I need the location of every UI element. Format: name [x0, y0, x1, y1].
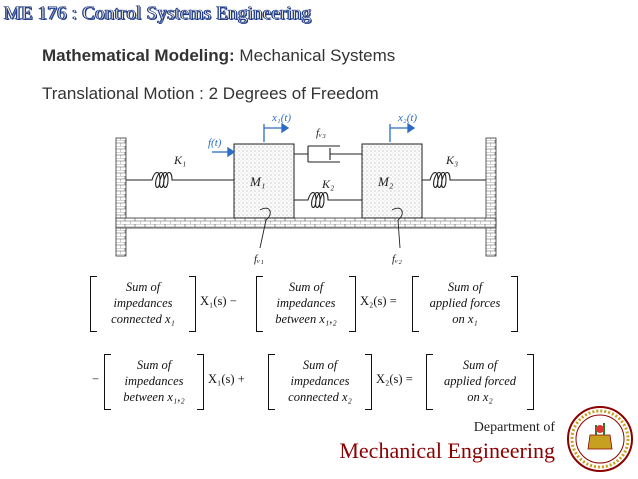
operator-1a: X₁(s) − [200, 294, 237, 308]
matrix-2c-line-3: on x₂ [467, 390, 493, 404]
matrix-2a-line-1: Sum of [136, 358, 172, 372]
force-arrow [212, 146, 236, 158]
matrix-1c: Sum of applied forces on x₁ [412, 276, 518, 332]
displacement-arrow-x2 [389, 122, 416, 142]
label-k3: K₃ [445, 153, 458, 167]
matrix-1b-line-2: impedances [276, 296, 336, 310]
label-k2: K₂ [321, 177, 334, 191]
department-name: Mechanical Engineering [339, 438, 555, 463]
matrix-1b-line-1: Sum of [288, 280, 324, 294]
matrix-1c-line-2: applied forces [429, 296, 501, 310]
matrix-2b-line-1: Sum of [302, 358, 338, 372]
ground [115, 217, 497, 229]
course-header: ME 176 : Control Systems Engineering [4, 3, 312, 25]
title-rest: Mechanical Systems [234, 46, 396, 65]
left-wall [115, 137, 127, 257]
title-bold: Mathematical Modeling: [42, 46, 235, 65]
matrix-1b: Sum of impedances between x₁,₂ [256, 276, 356, 332]
spring-k2 [294, 191, 362, 209]
department-label: Department of [473, 420, 555, 435]
operator-2-lead: − [92, 372, 100, 386]
operator-2a: X₁(s) + [208, 372, 245, 386]
damper-fv2 [391, 207, 403, 249]
slide-subtitle: Translational Motion : 2 Degrees of Free… [42, 84, 379, 103]
right-wall [485, 137, 497, 257]
operator-2b: X₂(s) = [376, 372, 413, 386]
university-seal-icon [567, 406, 633, 472]
operator-1b: X₂(s) = [360, 294, 397, 308]
label-force: f(t) [208, 137, 222, 149]
matrix-2c-line-1: Sum of [462, 358, 498, 372]
label-m1: M₁ [249, 174, 265, 189]
equation-2: − Sum of impedances between x₁,₂ X₁(s) +… [92, 354, 542, 410]
matrix-1a-line-3: connected x₁ [111, 312, 175, 326]
matrix-2a-line-2: impedances [124, 374, 184, 388]
label-fv2: fᵥ₂ [392, 253, 402, 265]
damper-fv1 [259, 207, 271, 249]
mechanical-system-diagram: x₁(t) x₂(t) f(t) fᵥ₃ K₁ K₂ K₃ M₁ M₂ fᵥ₁ … [115, 112, 497, 265]
matrix-1c-line-1: Sum of [447, 280, 483, 294]
mass-m1 [233, 143, 295, 219]
matrix-1a-line-2: impedances [113, 296, 173, 310]
matrix-1c-line-3: on x₁ [452, 312, 478, 326]
matrix-1a-line-1: Sum of [125, 280, 161, 294]
label-k1: K₁ [173, 153, 186, 167]
matrix-2c-line-2: applied forced [443, 374, 517, 388]
slide-title: Mathematical Modeling: Mechanical System… [42, 46, 395, 66]
label-x2: x₂(t) [397, 112, 417, 124]
matrix-2b-line-2: impedances [290, 374, 350, 388]
label-x1: x₁(t) [271, 112, 291, 124]
label-m2: M₂ [377, 174, 394, 189]
label-fv1: fᵥ₁ [254, 253, 264, 265]
matrix-2a: Sum of impedances between x₁,₂ [104, 354, 204, 410]
matrix-2c: Sum of applied forced on x₂ [426, 354, 534, 410]
matrix-2b-line-3: connected x₂ [288, 390, 352, 404]
label-fv3: fᵥ₃ [316, 127, 326, 139]
mass-m2 [361, 143, 423, 219]
matrix-2b: Sum of impedances connected x₂ [268, 354, 372, 410]
spring-k1 [126, 171, 234, 189]
matrix-1b-line-3: between x₁,₂ [275, 312, 337, 326]
damper-fv3 [294, 145, 362, 163]
equation-1: Sum of impedances connected x₁ X₁(s) − S… [90, 276, 530, 332]
spring-k3 [422, 171, 486, 189]
displacement-arrow-x1 [263, 122, 290, 142]
matrix-1a: Sum of impedances connected x₁ [90, 276, 196, 332]
matrix-2a-line-3: between x₁,₂ [123, 390, 185, 404]
